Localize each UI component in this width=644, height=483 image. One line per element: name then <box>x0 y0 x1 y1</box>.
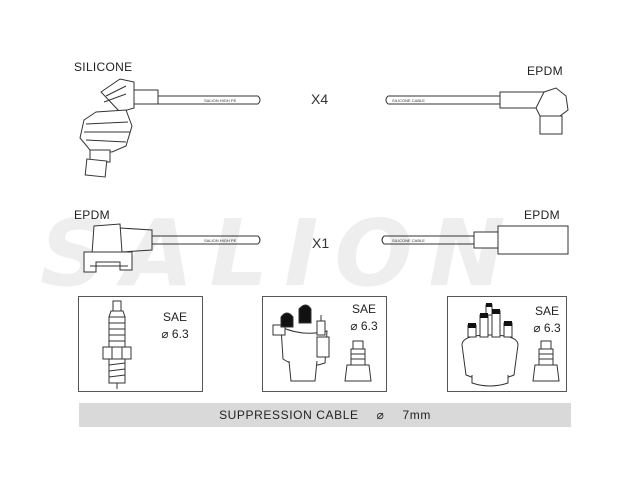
spark-plug-box: SAE ⌀ 6.3 <box>78 296 203 392</box>
row2-left-material: EPDM <box>74 208 110 222</box>
epdm-clip-boot-icon <box>83 223 153 273</box>
distributor-cap-icon <box>461 303 560 387</box>
cable-diameter: 7mm <box>402 408 431 422</box>
cable-spec-bar: SUPPRESSION CABLE ⌀ 7mm <box>79 403 571 427</box>
distributor-cap-box: SAE ⌀ 6.3 <box>447 296 567 392</box>
row2-cable-left <box>152 235 261 245</box>
epdm-straight-boot-icon <box>473 225 569 255</box>
box1-diameter: ⌀ 6.3 <box>161 327 189 341</box>
row1-cable-print-right: SILICONE CABLE <box>392 98 425 103</box>
diameter-symbol: ⌀ <box>376 408 385 422</box>
ignition-coil-icon <box>272 304 372 382</box>
cable-type-label: SUPPRESSION CABLE <box>219 408 359 422</box>
ignition-coil-box: SAE ⌀ 6.3 <box>262 296 387 392</box>
row2-cable-print-right: SILICONE CABLE <box>392 238 425 243</box>
epdm-angled-boot-icon <box>499 87 569 135</box>
box2-diameter: ⌀ 6.3 <box>350 319 378 333</box>
row1-cable-print-left: SALION HIGH PE <box>204 98 237 103</box>
row2-quantity: X1 <box>312 235 330 251</box>
silicone-boot-icon <box>79 78 159 178</box>
row2-cable-print-left: SALION HIGH PE <box>204 238 237 243</box>
row2-right-material: EPDM <box>524 208 560 222</box>
row1-cable-right <box>385 95 500 105</box>
row1-right-material: EPDM <box>527 64 563 78</box>
box3-diameter: ⌀ 6.3 <box>533 321 561 335</box>
spark-plug-icon <box>102 300 132 389</box>
row1-cable-left <box>158 95 261 105</box>
box3-standard: SAE <box>534 304 559 318</box>
row1-left-material: SILICONE <box>74 60 133 74</box>
box2-standard: SAE <box>351 302 376 316</box>
box1-standard: SAE <box>162 310 187 324</box>
row2-cable-right <box>381 235 474 245</box>
row1-quantity: X4 <box>311 91 329 107</box>
